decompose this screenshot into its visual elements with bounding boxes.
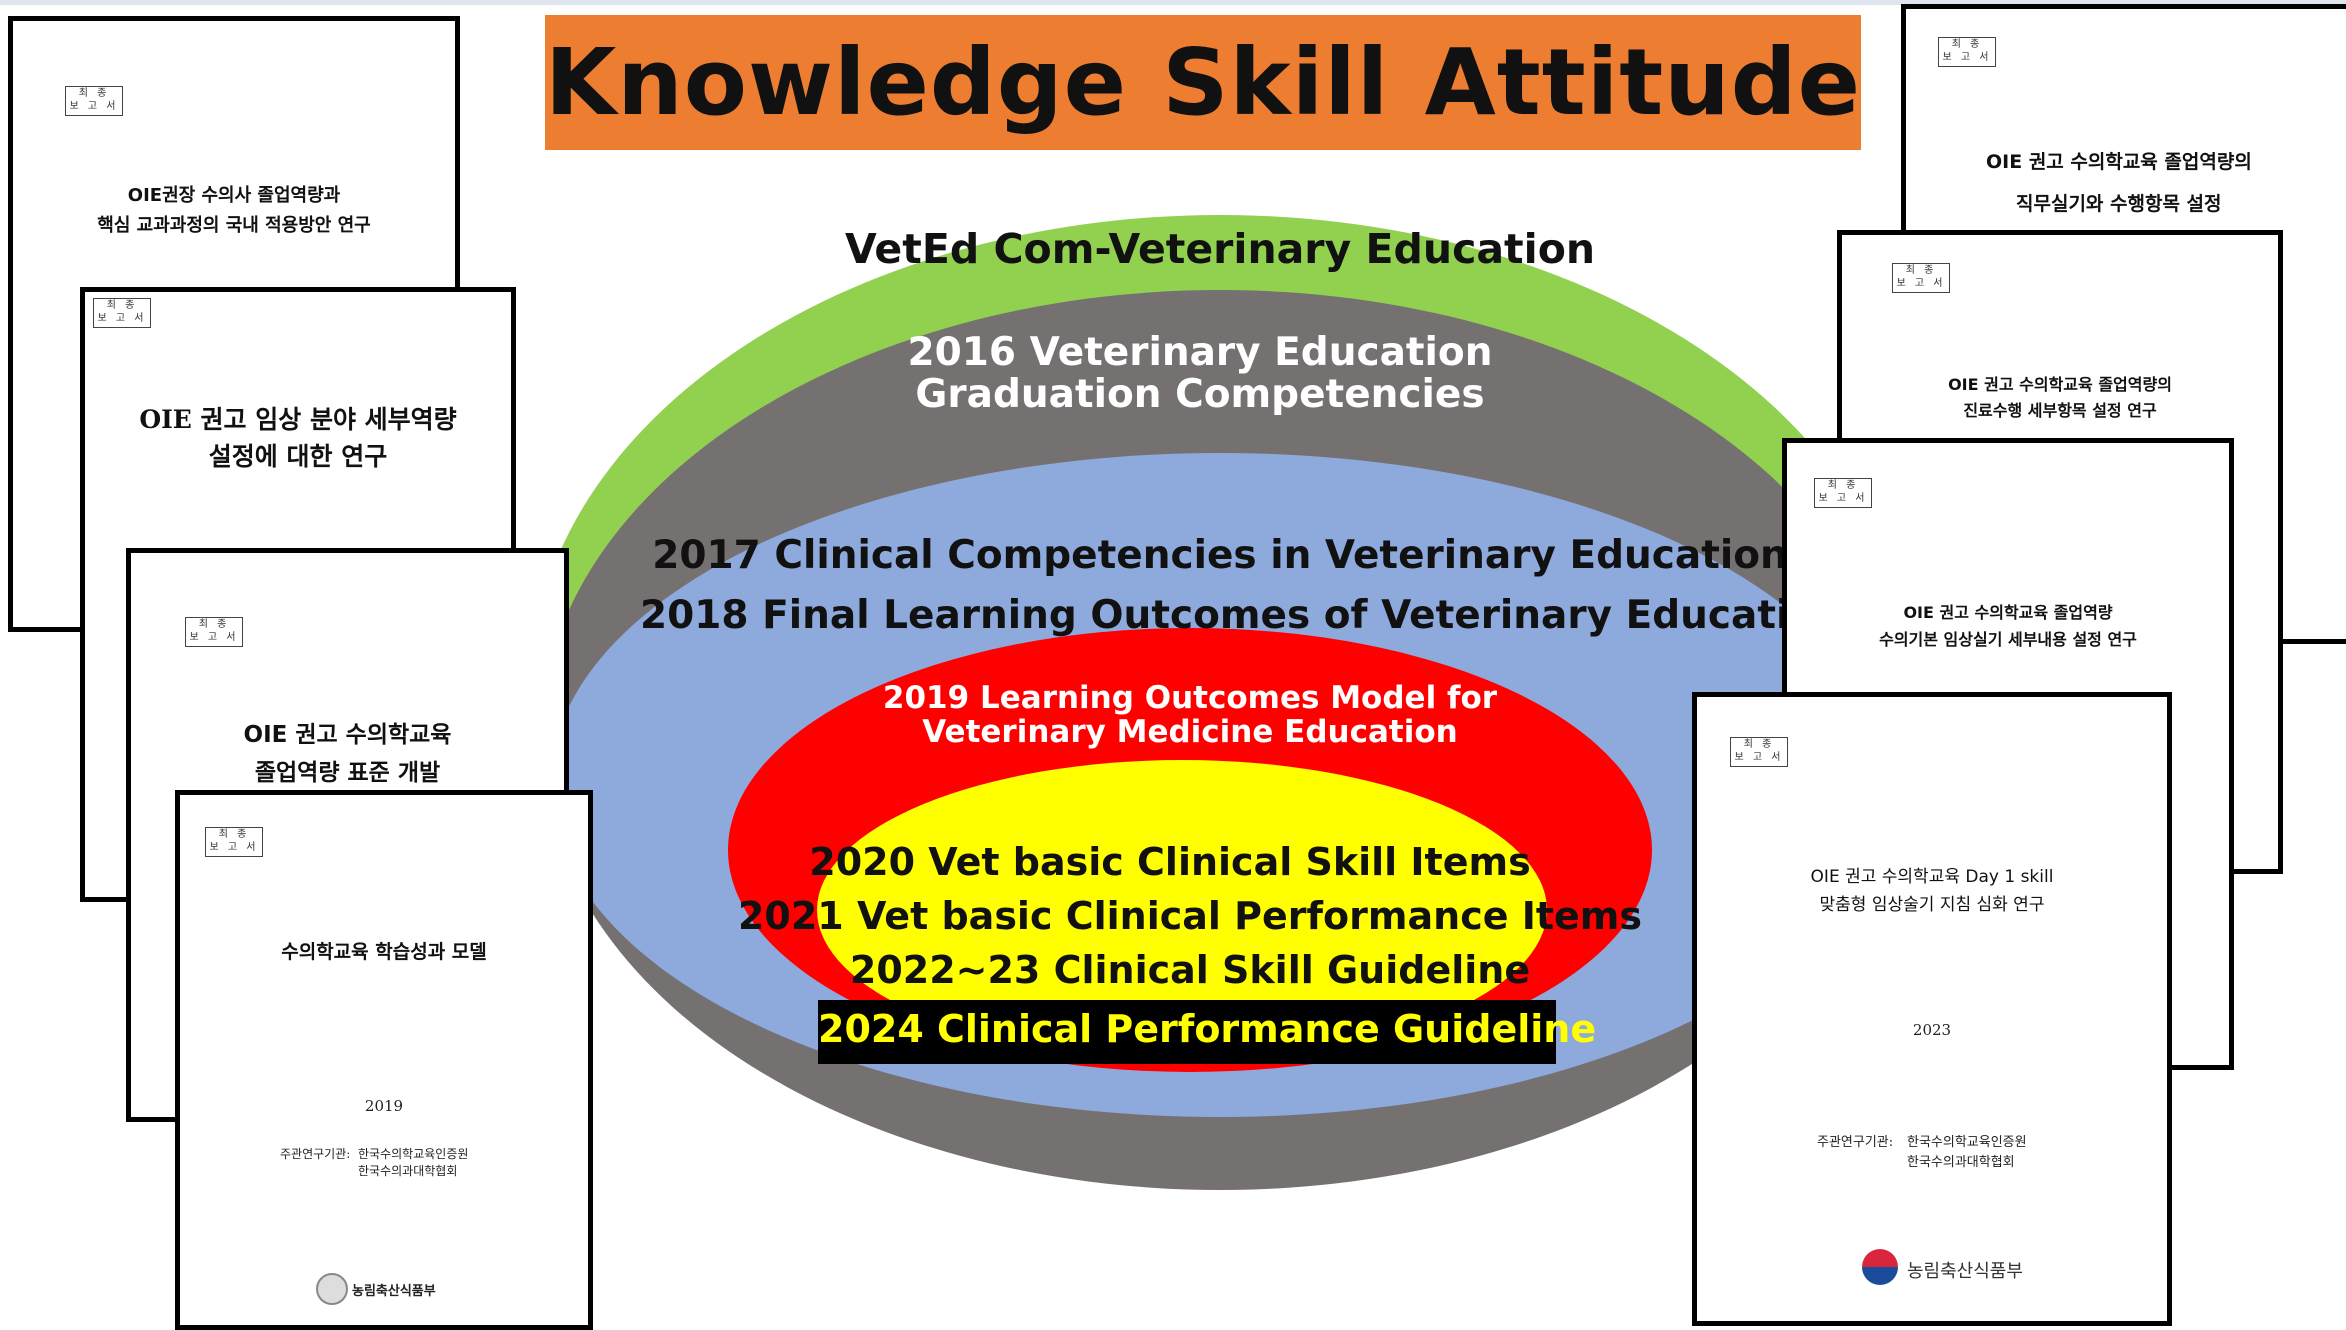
- r1-title-line1: OIE 권고 수의학교육 졸업역량의: [1986, 151, 2252, 173]
- banner-attitude: Attitude: [1424, 29, 1861, 136]
- yellow-layer-line3: 2022~23 Clinical Skill Guideline: [849, 948, 1531, 992]
- ministry-emblem-icon: [1862, 1249, 1898, 1285]
- r1-title-line2: 직무실기와 수행항목 설정: [2016, 193, 2222, 215]
- r3-title-line1: OIE 권고 수의학교육 졸업역량: [1903, 603, 2113, 622]
- d4-org2: 한국수의과대학협회: [358, 1164, 458, 1178]
- top-border: [0, 0, 2346, 5]
- d1-title-line1: OIE권장 수의사 졸업역량과: [127, 185, 341, 206]
- yellow-layer-line1: 2020 Vet basic Clinical Skill Items: [809, 840, 1531, 884]
- d3-title-line2: 졸업역량 표준 개발: [254, 760, 441, 786]
- r2-title-line2: 진료수행 세부항목 설정 연구: [1963, 401, 2157, 420]
- banner-knowledge: Knowledge: [545, 29, 1128, 136]
- black-label-box: [818, 1000, 1556, 1064]
- gray-layer-line1: 2016 Veterinary Education: [907, 330, 1493, 375]
- r2-title-line1: OIE 권고 수의학교육 졸업역량의: [1948, 375, 2172, 394]
- ministry-emblem-icon: [316, 1273, 348, 1305]
- d1-title-line2: 핵심 교과과정의 국내 적용방안 연구: [97, 215, 371, 236]
- d4-year: 2019: [364, 1097, 404, 1115]
- r4-org2: 한국수의과대학협회: [1907, 1155, 2015, 1170]
- yellow-ellipse: [817, 760, 1547, 1060]
- r4-year: 2023: [1912, 1021, 1952, 1039]
- d4-org-label: 주관연구기관:: [280, 1147, 351, 1161]
- d4-ministry: 농림축산식품부: [352, 1284, 436, 1299]
- green-layer-label: VetEd Com-Veterinary Education: [844, 225, 1596, 273]
- blue-layer-line2: 2018 Final Learning Outcomes of Veterina…: [640, 593, 1844, 638]
- r3-title-line2: 수의기본 임상실기 세부내용 설정 연구: [1879, 630, 2137, 649]
- d2-title-line2: 설정에 대한 연구: [208, 442, 388, 471]
- r4-org1: 한국수의학교육인증원: [1907, 1135, 2027, 1150]
- red-layer-line1: 2019 Learning Outcomes Model for: [882, 680, 1498, 716]
- blue-layer-line1: 2017 Clinical Competencies in Veterinary…: [652, 533, 1788, 578]
- ksa-banner: Knowledge Skill Attitude: [545, 15, 1861, 150]
- black-box-label: 2024 Clinical Performance Guideline: [818, 1007, 1597, 1051]
- d4-title: 수의학교육 학습성과 모델: [281, 941, 487, 963]
- d4-org1: 한국수의학교육인증원: [358, 1147, 469, 1161]
- gray-layer-line2: Graduation Competencies: [915, 372, 1485, 417]
- r4-ministry: 농림축산식품부: [1907, 1261, 2023, 1282]
- r4-org-label: 주관연구기관:: [1817, 1135, 1894, 1150]
- d2-title-line1: OIE 권고 임상 분야 세부역량: [139, 405, 457, 434]
- banner-skill: Skill: [1162, 29, 1390, 136]
- r4-title-line2: 맞춤형 임상술기 지침 심화 연구: [1819, 895, 2045, 915]
- r4-title-line1: OIE 권고 수의학교육 Day 1 skill: [1810, 867, 2054, 887]
- d3-title-line1: OIE 권고 수의학교육: [243, 722, 452, 748]
- red-layer-line2: Veterinary Medicine Education: [922, 714, 1458, 750]
- yellow-layer-line2: 2021 Vet basic Clinical Performance Item…: [737, 894, 1643, 938]
